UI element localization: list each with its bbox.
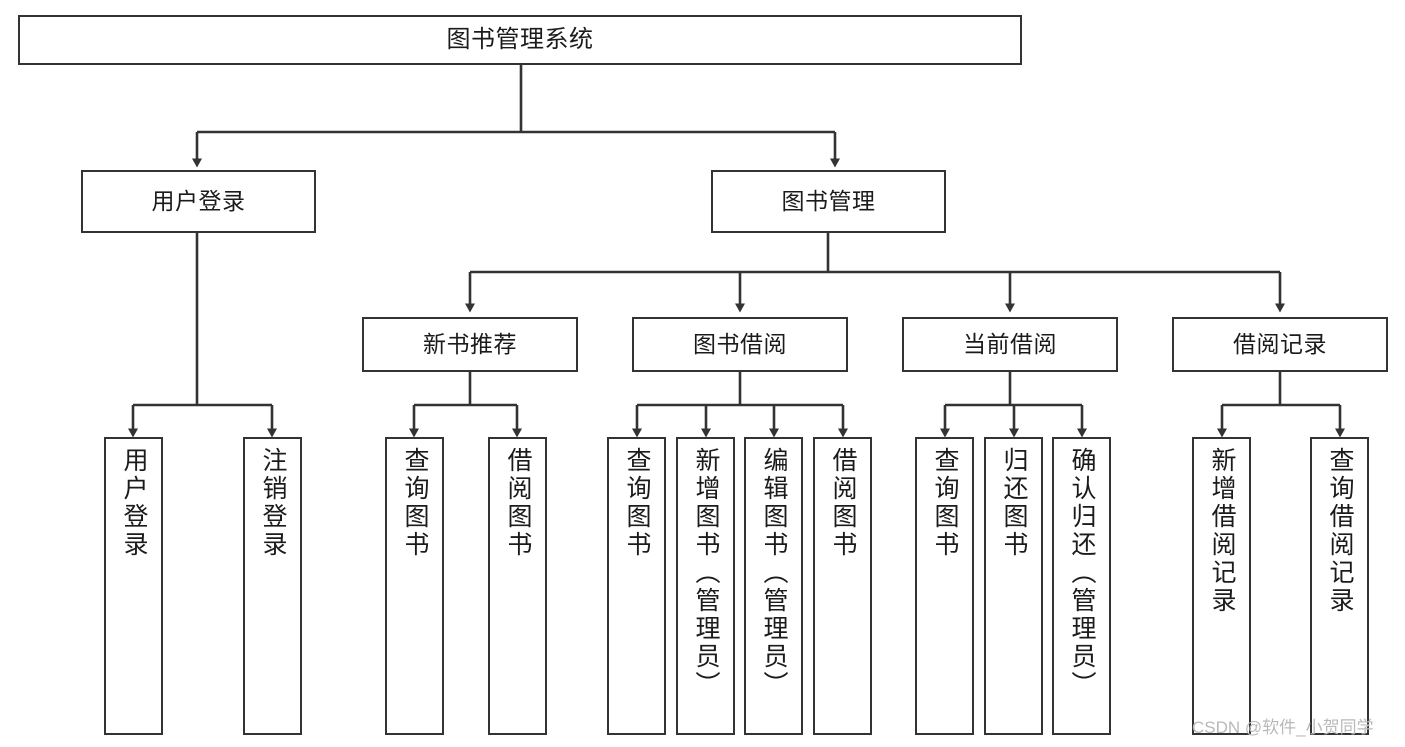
node-label: 图书管理 bbox=[781, 187, 876, 214]
node-label: 新增图书（管理员） bbox=[692, 447, 720, 699]
node-leaf-query-book-current[interactable]: 查询图书 bbox=[915, 437, 974, 735]
node-label: 新增借阅记录 bbox=[1208, 447, 1236, 615]
node-book-borrow[interactable]: 图书借阅 bbox=[632, 317, 848, 372]
node-label: 当前借阅 bbox=[963, 330, 1057, 357]
node-leaf-return-book[interactable]: 归还图书 bbox=[984, 437, 1043, 735]
node-leaf-borrow-book[interactable]: 借阅图书 bbox=[813, 437, 872, 735]
node-borrow-record[interactable]: 借阅记录 bbox=[1172, 317, 1388, 372]
node-leaf-add-borrow-record[interactable]: 新增借阅记录 bbox=[1192, 437, 1251, 735]
node-leaf-borrow-book-recommend[interactable]: 借阅图书 bbox=[488, 437, 547, 735]
node-leaf-edit-book[interactable]: 编辑图书（管理员） bbox=[744, 437, 803, 735]
node-label: 查询图书 bbox=[931, 447, 959, 559]
node-label: 确认归还（管理员） bbox=[1068, 447, 1096, 699]
node-leaf-query-book-borrow[interactable]: 查询图书 bbox=[607, 437, 666, 735]
node-label: 编辑图书（管理员） bbox=[760, 447, 788, 699]
node-user-login[interactable]: 用户登录 bbox=[81, 170, 316, 233]
node-leaf-confirm-return[interactable]: 确认归还（管理员） bbox=[1052, 437, 1111, 735]
node-leaf-add-book[interactable]: 新增图书（管理员） bbox=[676, 437, 735, 735]
csdn-watermark: CSDN @软件_小贺同学 bbox=[1192, 718, 1374, 737]
node-leaf-query-book-recommend[interactable]: 查询图书 bbox=[385, 437, 444, 735]
node-label: 注销登录 bbox=[259, 447, 287, 559]
node-leaf-query-borrow-record[interactable]: 查询借阅记录 bbox=[1310, 437, 1369, 735]
node-current-borrow[interactable]: 当前借阅 bbox=[902, 317, 1118, 372]
node-label: 借阅图书 bbox=[504, 447, 532, 559]
node-new-book-recommend[interactable]: 新书推荐 bbox=[362, 317, 578, 372]
node-label: 借阅图书 bbox=[829, 447, 857, 559]
node-leaf-logout-login[interactable]: 注销登录 bbox=[243, 437, 302, 735]
node-label: 查询图书 bbox=[401, 447, 429, 559]
node-label: 查询借阅记录 bbox=[1326, 447, 1354, 615]
node-root-book-management-system[interactable]: 图书管理系统 bbox=[18, 15, 1022, 65]
node-label: 新书推荐 bbox=[423, 330, 517, 357]
node-leaf-user-login[interactable]: 用户登录 bbox=[104, 437, 163, 735]
node-label: 图书借阅 bbox=[693, 330, 787, 357]
node-label: 用户登录 bbox=[151, 187, 246, 214]
node-label: 图书管理系统 bbox=[446, 25, 594, 53]
node-label: 借阅记录 bbox=[1233, 330, 1327, 357]
node-label: 归还图书 bbox=[1000, 447, 1028, 559]
node-label: 查询图书 bbox=[623, 447, 651, 559]
node-label: 用户登录 bbox=[120, 447, 148, 559]
node-book-management[interactable]: 图书管理 bbox=[711, 170, 946, 233]
